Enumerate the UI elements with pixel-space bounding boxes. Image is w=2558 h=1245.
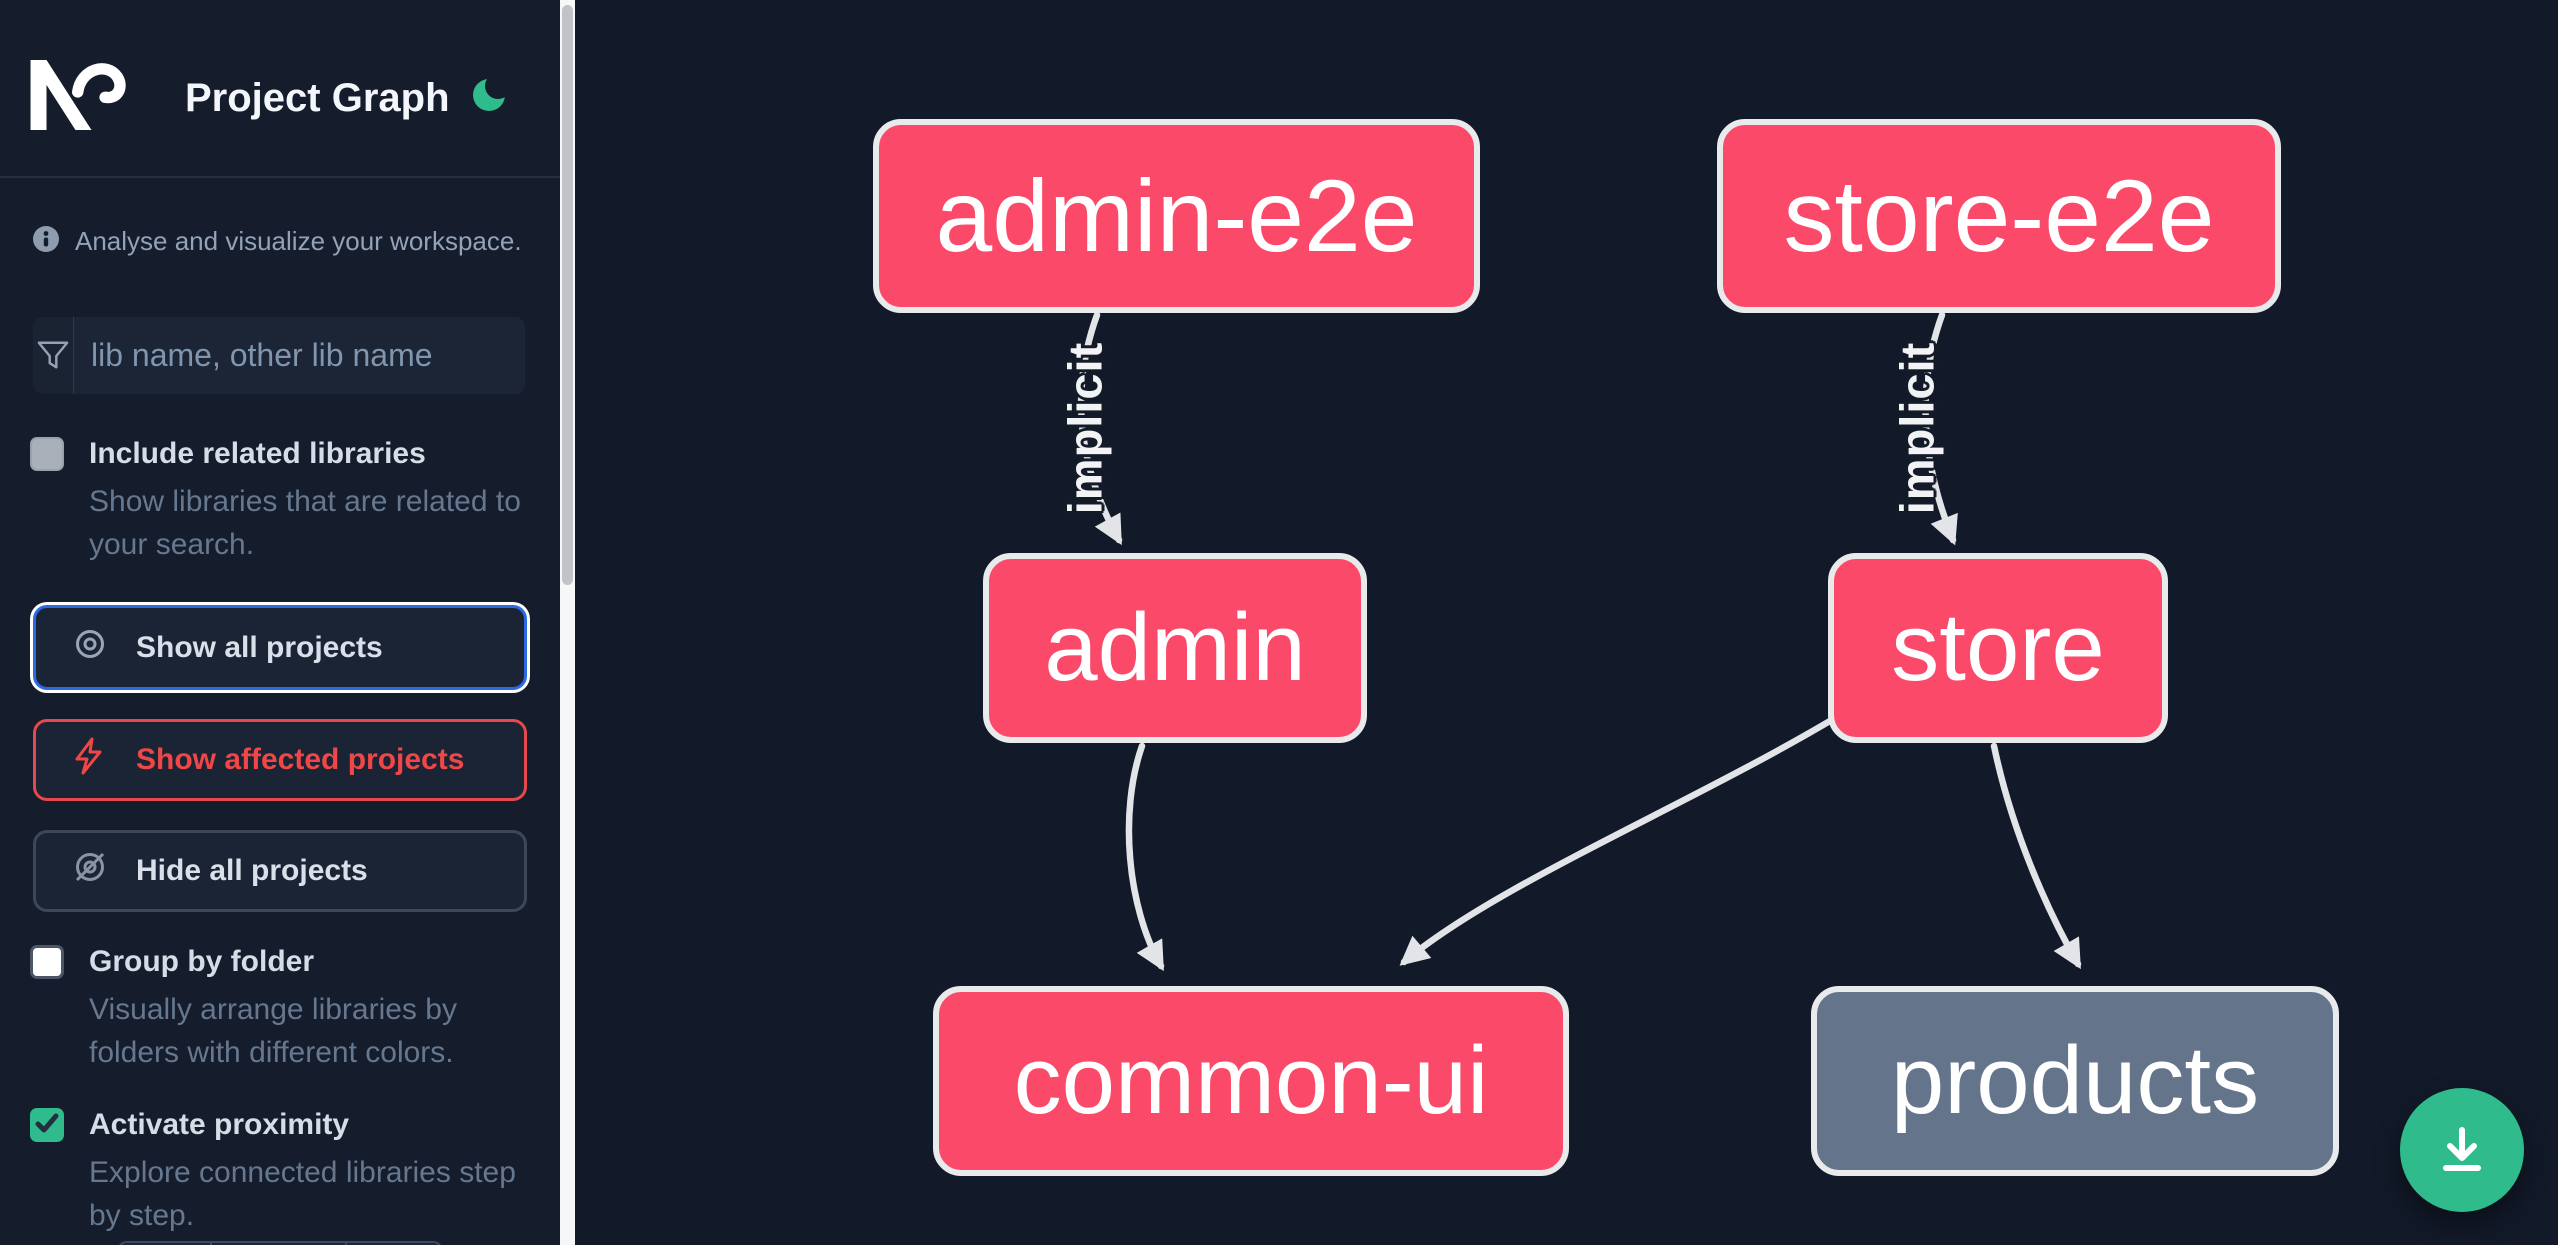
node-common-ui[interactable]: common-ui [933,986,1569,1176]
page-title: Project Graph [185,76,450,120]
show-all-projects-label: Show all projects [136,630,383,664]
proximity-value [210,1241,347,1245]
node-products[interactable]: products [1811,986,2339,1176]
sidebar: Project Graph Analyse and visualize your… [0,0,560,1245]
tagline-text: Analyse and visualize your workspace. [75,226,522,256]
group-by-folder-row: Group by folder Visually arrange librari… [30,945,541,1074]
node-admin[interactable]: admin [983,553,1367,743]
proximity-decrement-button[interactable] [117,1241,210,1245]
tagline-row: Analyse and visualize your workspace. [33,226,522,257]
include-related-row: Include related libraries Show libraries… [30,437,541,566]
hide-all-projects-button[interactable]: Hide all projects [33,830,527,912]
sidebar-scrollbar-thumb[interactable] [562,5,573,585]
header-divider [0,176,560,178]
include-related-description: Show libraries that are related to your … [89,485,521,561]
node-admin-e2e[interactable]: admin-e2e [873,119,1480,313]
theme-toggle-button[interactable] [471,73,511,117]
filter-icon [33,317,74,394]
info-icon [33,226,59,257]
group-by-folder-label[interactable]: Group by folder [89,945,314,978]
search-box [33,317,525,394]
include-related-checkbox[interactable] [30,437,64,471]
proximity-increment-button[interactable] [347,1241,443,1245]
download-icon [2431,1118,2493,1183]
edge-store-common-ui [1399,711,1844,966]
edge-store-e2e-store [1922,311,1958,546]
download-image-button[interactable] [2400,1088,2524,1212]
eye-off-icon [70,847,110,895]
activate-proximity-description: Explore connected libraries step by step… [89,1156,516,1232]
edge-admin-common-ui [1125,742,1165,972]
sidebar-scrollbar-track[interactable] [560,0,575,1245]
bolt-icon [70,736,110,784]
show-all-projects-button[interactable]: Show all projects [33,605,527,690]
group-by-folder-checkbox[interactable] [30,945,64,979]
node-store-e2e[interactable]: store-e2e [1717,119,2281,313]
eye-icon [70,624,110,672]
proximity-depth-control[interactable] [117,1241,443,1245]
node-store[interactable]: store [1828,553,2168,743]
show-affected-projects-label: Show affected projects [136,743,465,776]
group-by-folder-description: Visually arrange libraries by folders wi… [89,993,457,1069]
include-related-label[interactable]: Include related libraries [89,437,426,470]
hide-all-projects-label: Hide all projects [136,854,368,887]
activate-proximity-checkbox[interactable] [30,1108,64,1142]
activate-proximity-label[interactable]: Activate proximity [89,1108,350,1141]
show-affected-projects-button[interactable]: Show affected projects [33,719,527,801]
nx-logo [30,60,130,130]
edge-store-products [1990,742,2082,970]
check-icon [34,1110,60,1141]
activate-proximity-row: Activate proximity Explore connected lib… [30,1108,541,1237]
moon-icon [471,73,511,117]
search-input[interactable] [74,317,525,394]
edge-admin-e2e-admin [1077,311,1123,546]
